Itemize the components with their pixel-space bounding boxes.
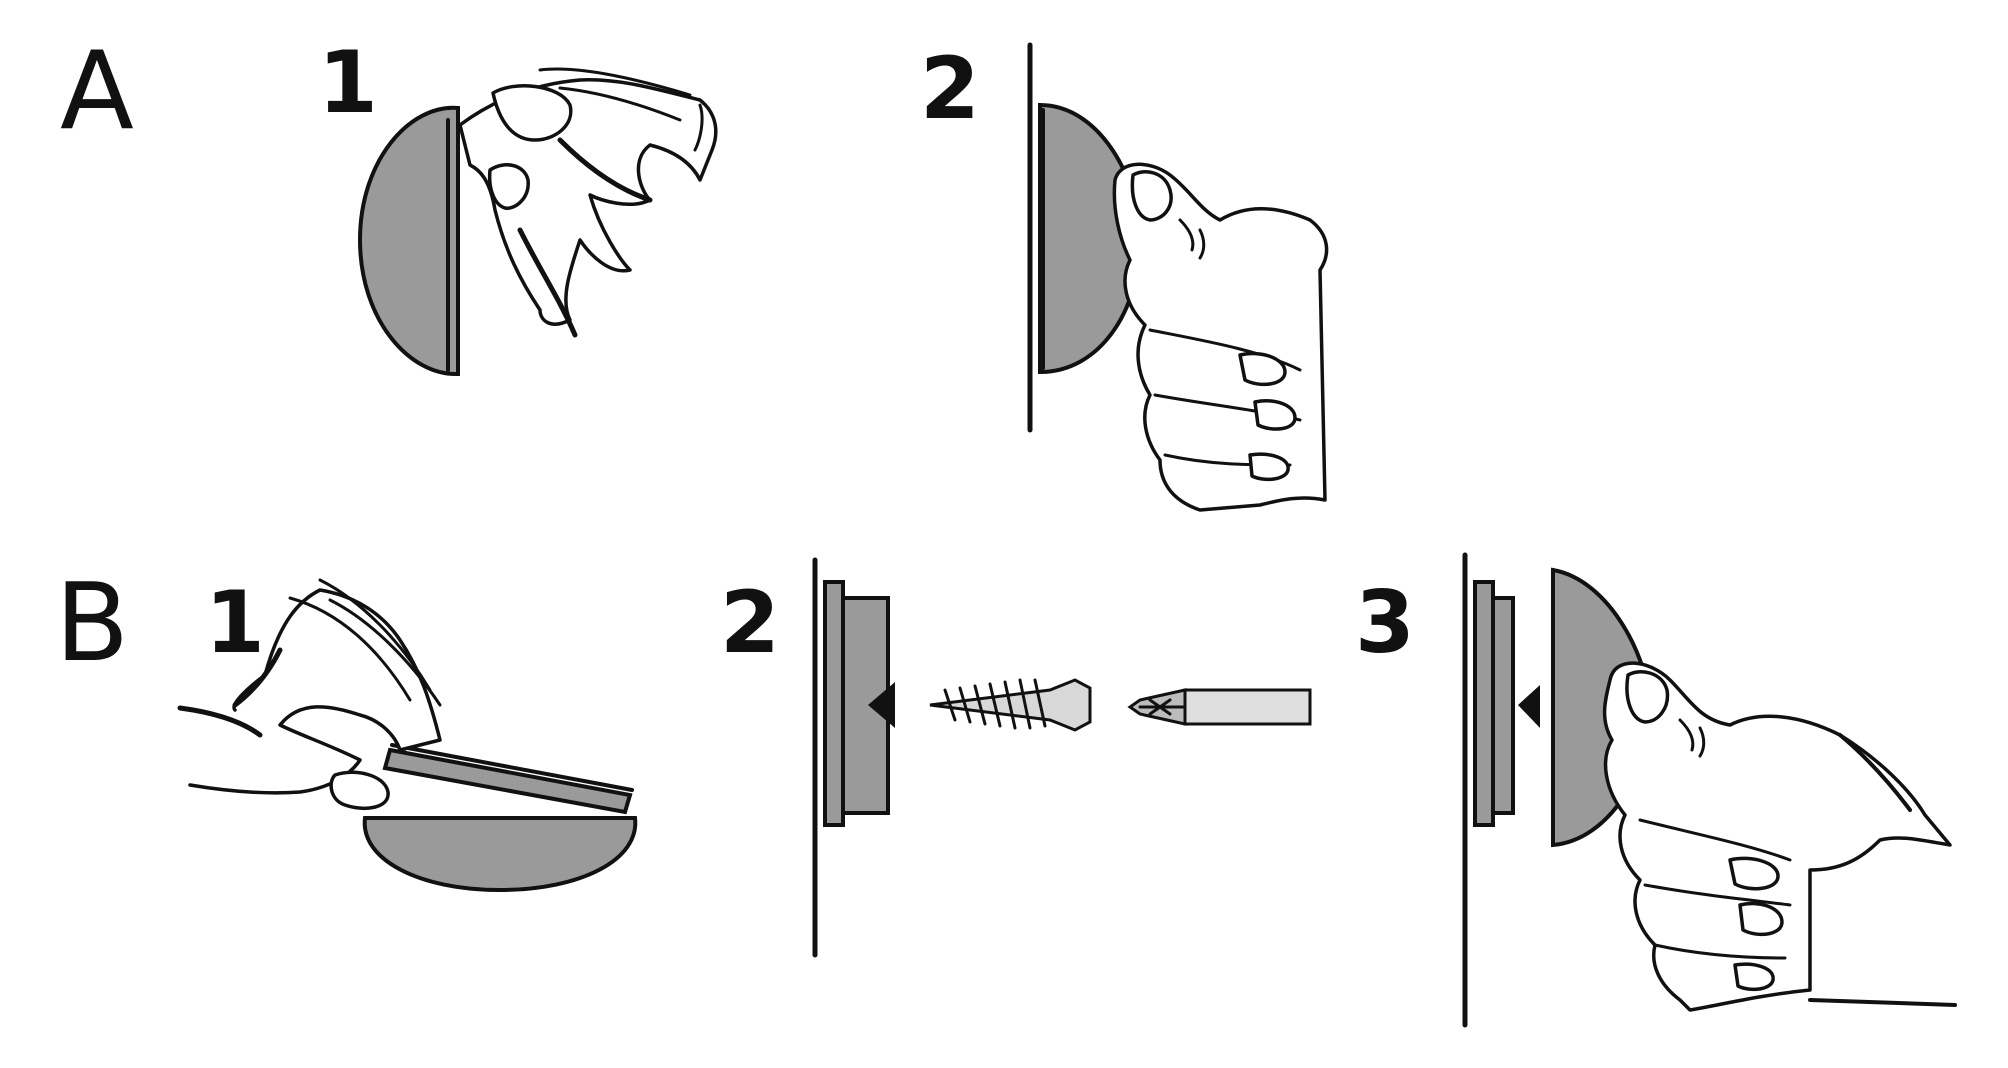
finger-nail: [487, 163, 530, 210]
finger-lines: [1638, 818, 1792, 960]
finger-lines: [538, 67, 704, 152]
screwdriver-icon: [1127, 688, 1312, 726]
step-b2-illustration: [812, 557, 1312, 958]
finger-nail: [1728, 856, 1780, 891]
step-a2-number: 2: [920, 39, 980, 139]
thumb-nail: [1625, 670, 1670, 724]
knuckle-lines: [1178, 218, 1206, 260]
triangle-left-icon: [868, 682, 895, 728]
hand-icon: [458, 67, 718, 338]
screw-icon: [929, 678, 1092, 732]
base-dome: [362, 816, 638, 893]
plate-backing: [823, 580, 845, 827]
screwdriver-shaft: [1183, 688, 1312, 726]
finger-lines: [288, 578, 442, 707]
finger-nail: [1248, 452, 1290, 482]
thumb-nail: [329, 770, 390, 810]
finger-shadow: [177, 647, 283, 738]
step-a2-illustration: [1027, 42, 1329, 512]
step-b2-number: 2: [720, 573, 780, 673]
step-b1-illustration: [177, 578, 638, 893]
step-a1-number: 1: [318, 33, 378, 133]
hand-icon: [1602, 661, 1957, 1012]
row-label-a: A: [60, 29, 134, 154]
finger-nail: [1238, 351, 1287, 387]
step-b1-number: 1: [205, 573, 265, 673]
cover-dome: [357, 105, 460, 377]
triangle-left-icon: [1518, 685, 1540, 728]
screwdriver-tip-detail: [1138, 698, 1187, 716]
finger-nail: [1253, 399, 1297, 431]
mounting-plate: [382, 747, 633, 815]
step-b3-number: 3: [1355, 573, 1415, 673]
knuckle-lines: [1678, 718, 1706, 758]
hand-icon: [177, 578, 442, 810]
finger-nail: [1733, 962, 1775, 992]
plate-edge-line: [390, 743, 634, 792]
step-b3-illustration: [1462, 552, 1957, 1028]
finger-shadow: [517, 137, 653, 338]
row-label-b: B: [55, 561, 129, 686]
finger-nail: [1738, 901, 1784, 937]
hand-outline-detail: [1808, 733, 1957, 1007]
plate-backing: [1473, 580, 1495, 827]
step-a1-illustration: [357, 67, 718, 377]
thumb-nail: [1130, 170, 1173, 222]
mounting-plate: [1491, 596, 1515, 815]
hand-icon: [1112, 162, 1329, 512]
thumb-nail: [491, 84, 573, 142]
